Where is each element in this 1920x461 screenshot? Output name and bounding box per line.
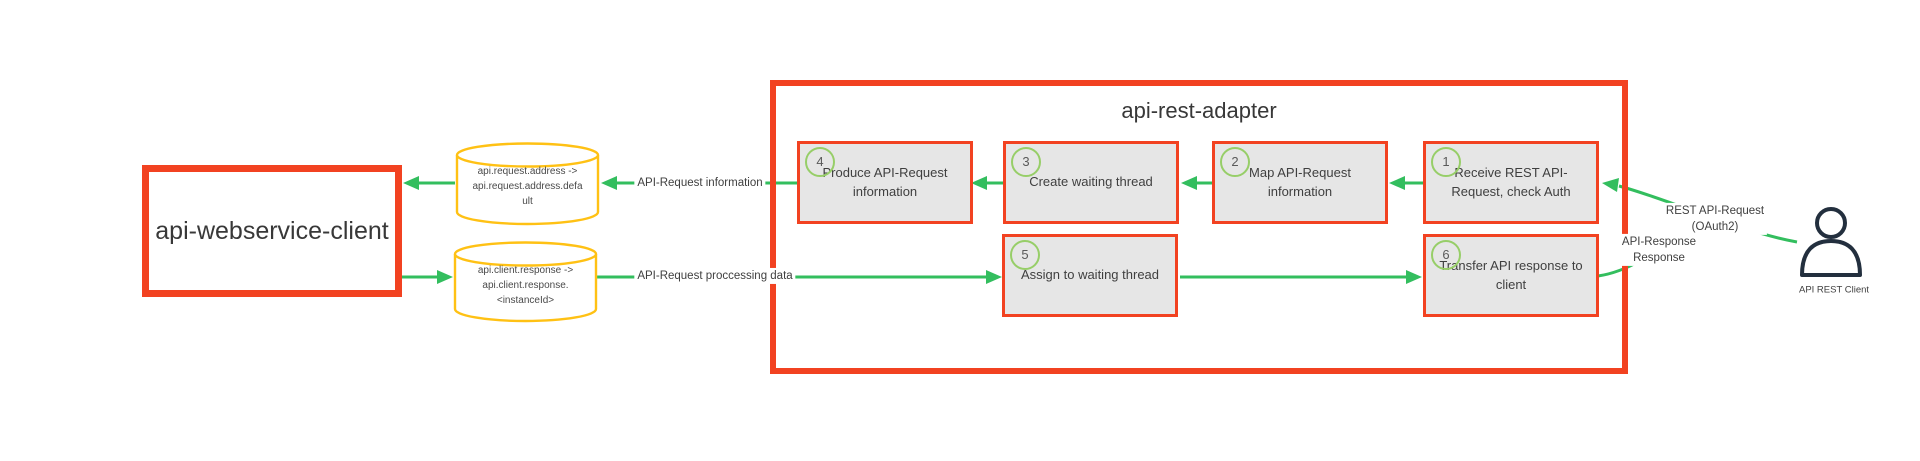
step-label: Create waiting thread [1029, 174, 1153, 190]
client-node: api-webservice-client [142, 165, 402, 297]
step-number: 4 [816, 153, 824, 169]
step-label: Assign to waiting thread [1020, 267, 1160, 283]
cylinder-icon [453, 241, 598, 323]
datastore-label: api.request.address -> api.request.addre… [472, 166, 583, 207]
datastore-request-address: api.request.address -> api.request.addre… [455, 142, 600, 226]
edge-label-rest-request: REST API-Request (OAuth2) [1662, 202, 1768, 236]
step-node-1: 1 Receive REST API-Request, check Auth [1423, 141, 1599, 224]
edge-label-request-processing: API-Request proccessing data [634, 267, 796, 285]
actor-label: API REST Client [1798, 284, 1870, 296]
actor-node [1798, 204, 1866, 278]
edge-label-line: API-Response [1621, 235, 1697, 248]
step-number: 6 [1442, 246, 1450, 262]
step-label: Produce API-Request information [822, 164, 948, 199]
step-node-3: 3 Create waiting thread [1003, 141, 1179, 224]
cylinder-icon [455, 142, 600, 226]
adapter-container: api-rest-adapter [770, 80, 1628, 374]
step-number: 3 [1022, 153, 1030, 169]
step-number-badge: 4 [805, 147, 835, 177]
step-node-2: 2 Map API-Request information [1212, 141, 1388, 224]
adapter-title: api-rest-adapter [1121, 98, 1277, 123]
step-number-badge: 2 [1220, 147, 1250, 177]
step-number-badge: 3 [1011, 147, 1041, 177]
edge-label-request-information: API-Request information [634, 174, 766, 192]
step-node-4: 4 Produce API-Request information [797, 141, 973, 224]
step-number-badge: 6 [1431, 240, 1461, 270]
datastore-label: api.client.response -> api.client.respon… [477, 265, 574, 306]
step-number-badge: 5 [1010, 240, 1040, 270]
arrowheads [403, 176, 1684, 284]
step-node-5: 5 Assign to waiting thread [1002, 234, 1178, 317]
step-number: 1 [1442, 153, 1450, 169]
edge-label-line: (OAuth2) [1691, 221, 1739, 233]
step-number: 2 [1231, 153, 1239, 169]
step-label: Map API-Request information [1249, 164, 1351, 199]
step-label: Receive REST API-Request, check Auth [1451, 164, 1571, 199]
edge-label-line: Response [1633, 252, 1685, 264]
edge-label-line: REST API-Request [1665, 204, 1765, 217]
person-icon [1800, 207, 1862, 277]
edge-label-api-response: API-Response Response [1618, 233, 1700, 267]
step-number: 5 [1021, 246, 1029, 262]
client-node-label: api-webservice-client [155, 216, 389, 245]
datastore-client-response: api.client.response -> api.client.respon… [453, 241, 598, 323]
step-node-6: 6 Transfer API response to client [1423, 234, 1599, 317]
step-label: Transfer API response to client [1439, 257, 1583, 292]
step-number-badge: 1 [1431, 147, 1461, 177]
